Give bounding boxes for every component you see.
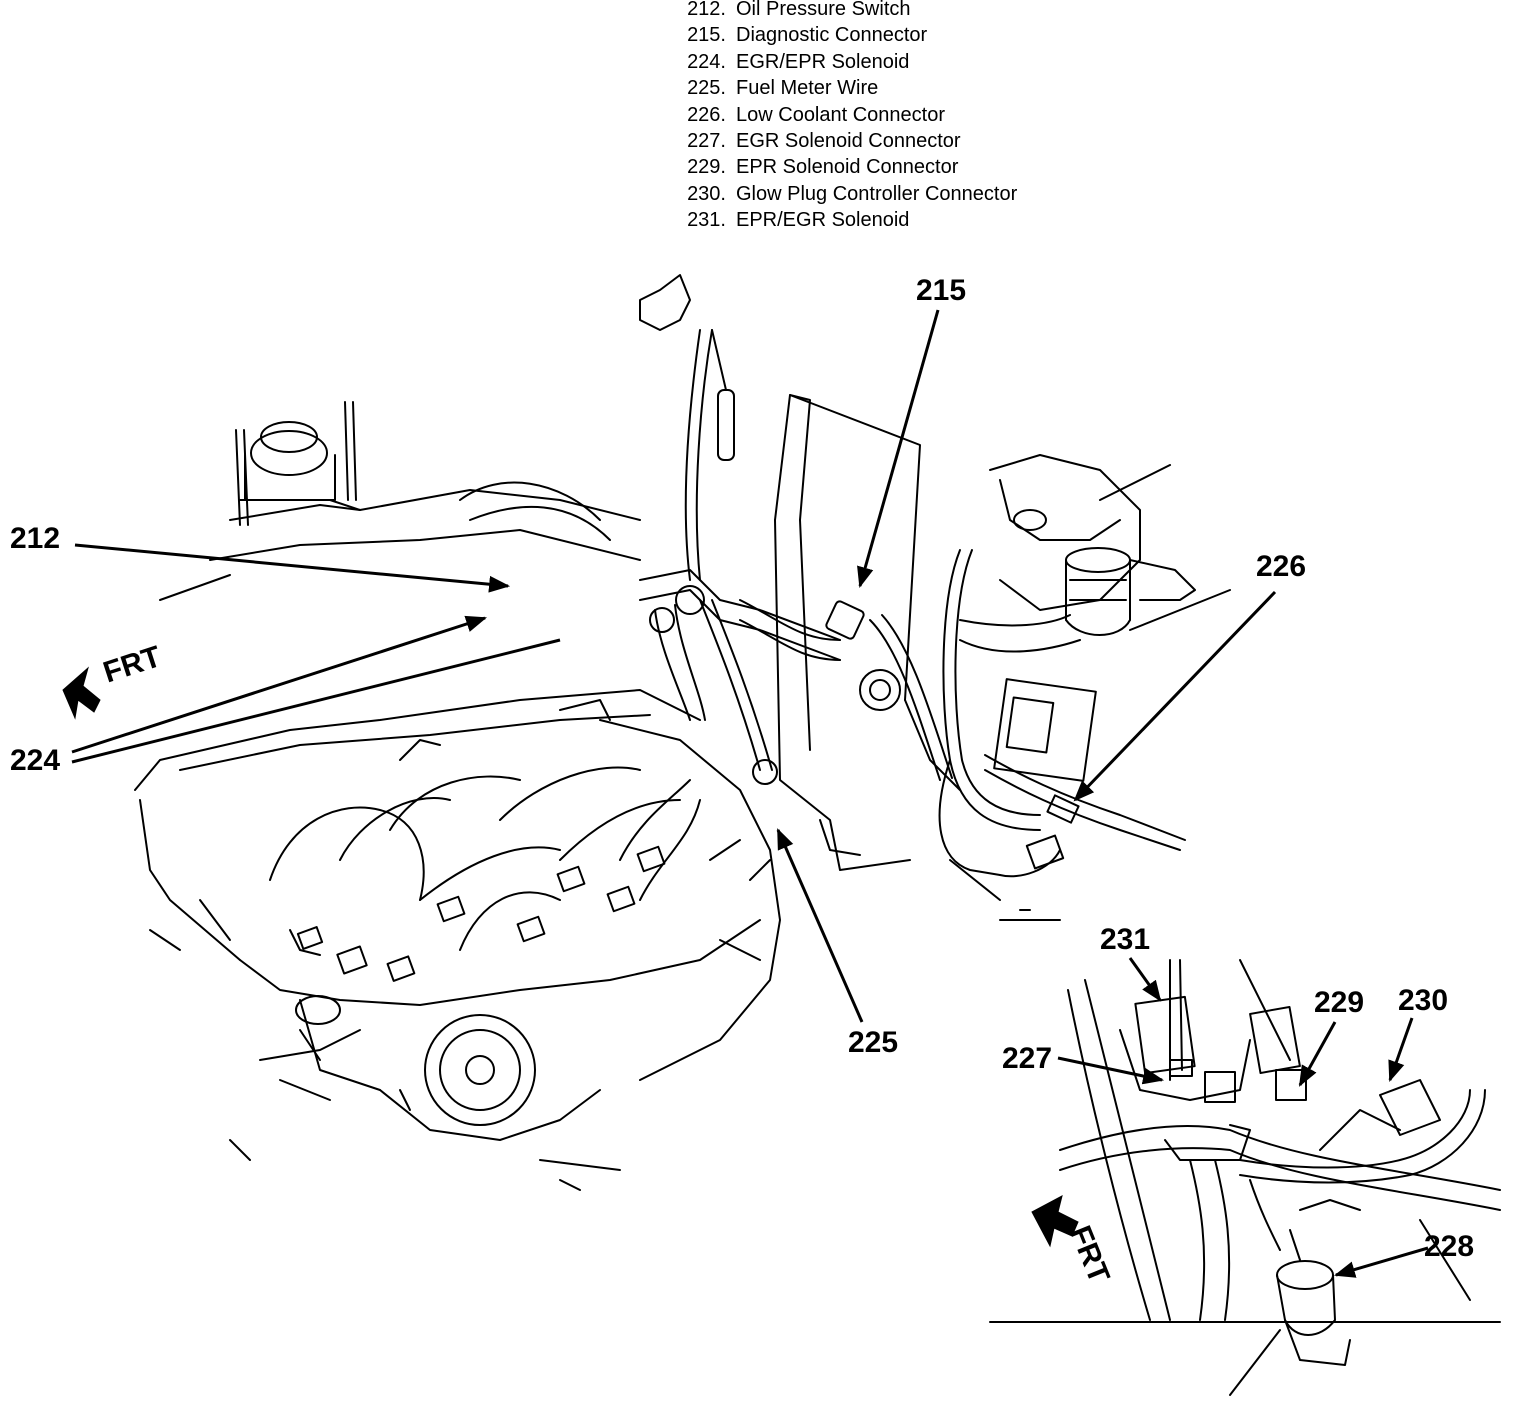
legend-label: Fuel Meter Wire	[736, 77, 879, 100]
legend-label: Glow Plug Controller Connector	[736, 182, 1018, 205]
callout-227: 227	[1002, 1042, 1053, 1075]
right-components-drawing	[938, 454, 1231, 921]
legend-label: EPR/EGR Solenoid	[736, 209, 910, 232]
legend-item-212: 212. Oil Pressure Switch	[668, 0, 1017, 22]
legend-number: 224.	[687, 50, 726, 73]
leader-227	[1057, 1056, 1165, 1085]
legend-label: EGR/EPR Solenoid	[736, 50, 910, 73]
engine-block-drawing	[134, 274, 841, 1191]
legend-label: EPR Solenoid Connector	[736, 156, 959, 179]
legend-number: 215.	[687, 24, 726, 47]
inset-detail-drawing	[989, 959, 1501, 1396]
parts-legend: 212. Oil Pressure Switch 215. Diagnostic C…	[668, 0, 1017, 234]
callout-224: 224	[10, 744, 61, 777]
frt-arrow-inset	[1031, 1195, 1079, 1248]
legend-item-227: 227. EGR Solenoid Connector	[668, 128, 1017, 154]
legend-label: Diagnostic Connector	[736, 24, 928, 47]
legend-label: Oil Pressure Switch	[736, 0, 911, 20]
legend-item-230: 230. Glow Plug Controller Connector	[668, 181, 1017, 207]
callout-229: 229	[1314, 986, 1365, 1019]
leader-224	[71, 615, 487, 754]
callout-212: 212	[10, 522, 61, 555]
legend-item-215: 215. Diagnostic Connector	[668, 22, 1017, 48]
legend-item-231: 231. EPR/EGR Solenoid	[668, 207, 1017, 233]
legend-number: 225.	[687, 77, 726, 100]
leader-228	[1333, 1246, 1429, 1278]
leader-231	[1128, 957, 1162, 1002]
leader-229	[1298, 1021, 1337, 1087]
frt-arrow-main	[62, 666, 101, 720]
legend-label: Low Coolant Connector	[736, 103, 946, 126]
legend-number: 231.	[687, 209, 726, 232]
callout-215: 215	[916, 274, 967, 307]
legend-number: 227.	[687, 130, 726, 153]
callout-230: 230	[1398, 984, 1449, 1017]
leader-225	[776, 828, 864, 1023]
leader-215	[857, 309, 940, 589]
leader-212	[74, 543, 511, 593]
legend-item-229: 229. EPR Solenoid Connector	[668, 154, 1017, 180]
firewall-bracket-drawing	[739, 394, 961, 871]
callout-226: 226	[1256, 550, 1307, 583]
leader-230	[1388, 1017, 1414, 1082]
legend-number: 229.	[687, 156, 726, 179]
callout-231: 231	[1100, 923, 1151, 956]
legend-number: 230.	[687, 182, 726, 205]
leader-226	[1073, 590, 1277, 802]
legend-label: EGR Solenoid Connector	[736, 130, 961, 153]
legend-item-225: 225. Fuel Meter Wire	[668, 75, 1017, 101]
leader-224b	[71, 638, 561, 764]
callout-228: 228	[1424, 1230, 1475, 1263]
legend-number: 226.	[687, 103, 726, 126]
legend-item-226: 226. Low Coolant Connector	[668, 102, 1017, 128]
legend-item-224: 224. EGR/EPR Solenoid	[668, 49, 1017, 75]
callout-225: 225	[848, 1026, 899, 1059]
legend-number: 212.	[687, 0, 726, 20]
